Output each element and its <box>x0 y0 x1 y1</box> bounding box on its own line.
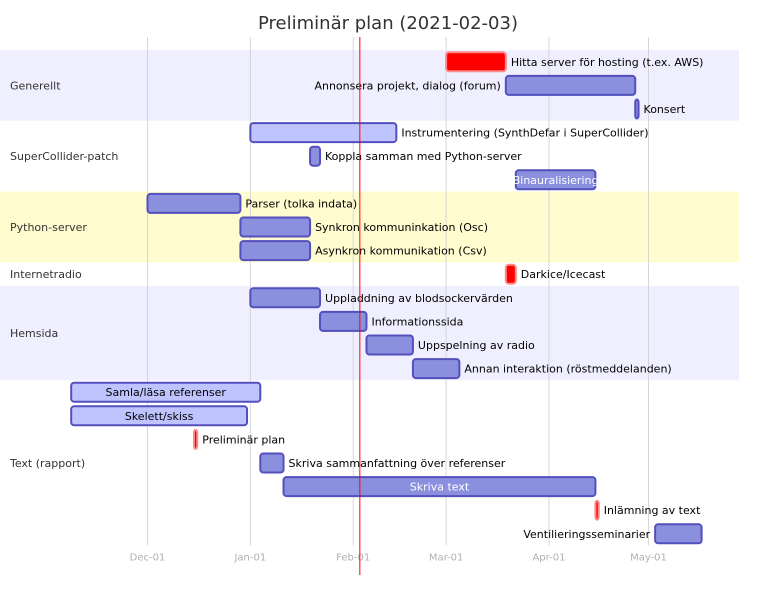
task-label: Koppla samman med Python-server <box>325 150 522 163</box>
task-bar <box>504 74 637 96</box>
x-tick-label: Jan-01 <box>233 553 266 564</box>
task-label: Uppladdning av blodsockervärden <box>325 292 513 305</box>
task-bar <box>249 287 322 309</box>
task-bar <box>249 122 398 144</box>
task-label: Uppspelning av radio <box>418 339 535 352</box>
task-bar <box>70 381 262 403</box>
section-band <box>0 286 739 381</box>
chart-title: Preliminär plan (2021-02-03) <box>258 13 518 34</box>
task-bar <box>514 169 597 191</box>
x-tick-label: Apr-01 <box>532 553 565 564</box>
task-labels: Hitta server för hosting (t.ex. AWS) Anno… <box>106 56 704 541</box>
x-tick-label: Feb-01 <box>336 553 370 564</box>
task-label: Skriva text <box>410 481 470 494</box>
task-bar <box>259 452 285 474</box>
section-band <box>0 191 739 263</box>
task-bar <box>445 51 507 73</box>
section-label: Internetradio <box>10 268 82 281</box>
task-label: Informationssida <box>371 315 463 328</box>
task-bar <box>146 192 242 214</box>
task-bar <box>319 310 368 332</box>
task-label: Preliminär plan <box>202 433 285 446</box>
grid-lines: Dec-01 Jan-01 Feb-01 Mar-01 Apr-01 May-01 <box>130 37 667 564</box>
section-label: SuperCollider-patch <box>10 150 118 163</box>
task-label: Skriva sammanfattning över referenser <box>289 457 506 470</box>
task-label: Darkice/Icecast <box>521 268 606 281</box>
task-label: Asynkron kommunikation (Csv) <box>315 245 487 258</box>
section-label: Text (rapport) <box>9 457 85 470</box>
task-bar <box>411 358 461 380</box>
x-tick-label: Dec-01 <box>130 553 166 564</box>
task-bar <box>192 428 199 450</box>
task-bar <box>309 145 322 167</box>
task-label: Skelett/skiss <box>125 410 194 423</box>
task-bar <box>634 98 640 120</box>
task-label: Synkron kommuninkation (Osc) <box>315 221 488 234</box>
task-label: Binauralisiering <box>513 174 599 187</box>
task-label: Hitta server för hosting (t.ex. AWS) <box>511 56 704 69</box>
section-label: Hemsida <box>10 327 58 340</box>
task-bar <box>239 240 312 262</box>
x-tick-label: Mar-01 <box>429 553 464 564</box>
task-label: Ventilieringsseminarier <box>523 528 650 541</box>
task-label: Inlämning av text <box>604 504 701 517</box>
task-bar <box>239 216 312 238</box>
task-bar <box>282 476 597 498</box>
task-bar <box>654 523 703 545</box>
task-bar <box>504 263 517 285</box>
task-bar <box>594 499 600 521</box>
task-label: Konsert <box>644 103 686 116</box>
task-bar <box>365 334 414 356</box>
x-tick-label: May-01 <box>630 553 667 564</box>
task-label: Parser (tolka indata) <box>245 197 357 210</box>
task-label: Annan interaktion (röstmeddelanden) <box>464 363 671 376</box>
task-bars <box>70 51 703 545</box>
section-label: Generellt <box>10 79 61 92</box>
section-band <box>0 262 739 286</box>
task-label: Samla/läsa referenser <box>106 386 227 399</box>
task-bar <box>70 405 249 427</box>
task-label: Instrumentering (SynthDefar i SuperColli… <box>401 127 648 140</box>
section-labels: GenerelltSuperCollider-patchPython-serve… <box>9 79 118 470</box>
task-label: Annonsera projekt, dialog (forum) <box>314 79 500 92</box>
section-label: Python-server <box>10 221 87 234</box>
